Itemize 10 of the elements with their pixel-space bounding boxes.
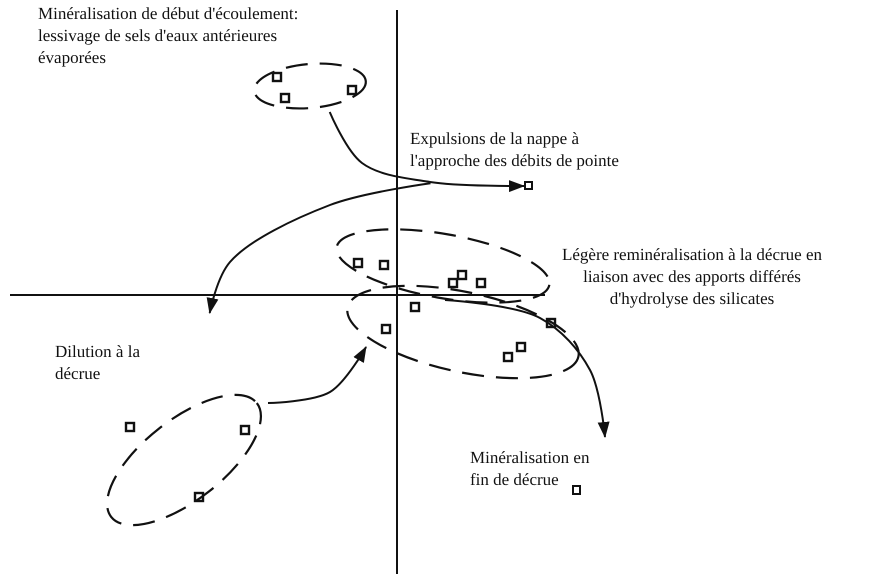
annotation-text: Minéralisation en fin de décrue <box>470 447 590 491</box>
annotation-text: Expulsions de la nappe à l'approche des débits de pointe <box>410 128 620 172</box>
annotation-text: Minéralisation de début d'écoulement: lessivage de sels d'eaux antérieures évaporées <box>38 3 300 69</box>
curved-arrow <box>328 112 525 192</box>
data-point-marker <box>572 485 581 495</box>
curved-arrow <box>268 346 367 404</box>
annotation-text: Dilution à la décrue <box>55 341 140 385</box>
annotation-text: Légère reminéralisation à la décrue en liaison avec des apports différés d'hydrolyse des silicates <box>560 244 824 310</box>
data-point-marker <box>524 181 533 190</box>
curved-arrow <box>206 182 431 314</box>
